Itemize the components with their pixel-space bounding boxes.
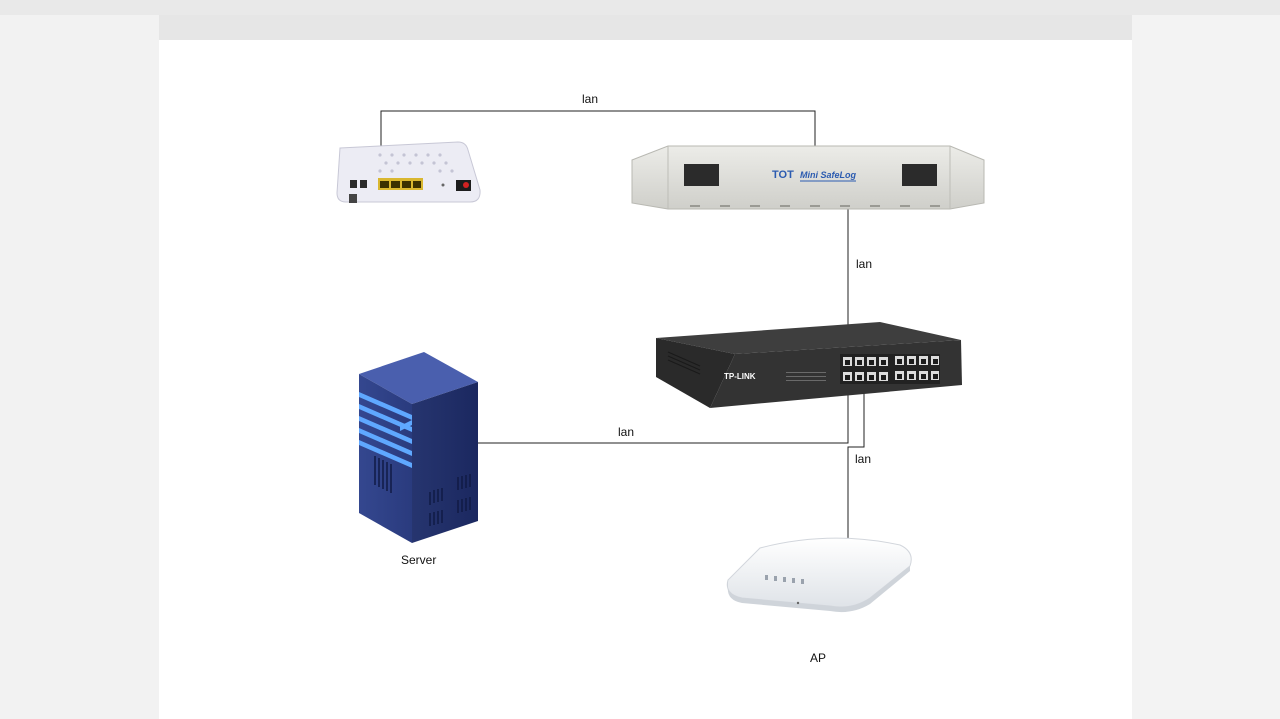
- ap-status-leds: [765, 575, 804, 584]
- safelog-vent-slots: [690, 205, 940, 207]
- modem-lan-ports: [378, 178, 423, 190]
- switch-ports: [840, 354, 940, 384]
- safelog-right-window: [902, 164, 937, 186]
- server-vents: [374, 456, 471, 526]
- access-point-device: [726, 537, 912, 613]
- access-point-label: AP: [810, 651, 827, 665]
- modem-power-button: [463, 182, 469, 188]
- connection-label-safelog-switch: lan: [856, 257, 873, 271]
- switch-device: TP-LINK: [656, 322, 962, 408]
- safelog-model-name: Mini SafeLog: [800, 170, 857, 180]
- modem-phone-port: [350, 180, 357, 188]
- modem-vent-holes: [378, 153, 454, 173]
- connection-label-server-switch: lan: [618, 425, 635, 439]
- safelog-brand: TOT: [772, 169, 794, 181]
- network-diagram: TOT Mini SafeLog TP-LINK: [336, 110, 985, 613]
- modem-device: [336, 141, 481, 203]
- connection-line-server-switch: [478, 385, 849, 444]
- server-label: Server: [401, 553, 437, 567]
- server-device: [359, 352, 478, 543]
- safelog-device: TOT Mini SafeLog: [631, 145, 985, 210]
- right-margin: [1132, 15, 1280, 719]
- left-margin: [0, 15, 159, 719]
- modem-phone-port: [360, 180, 367, 188]
- safelog-left-window: [684, 164, 719, 186]
- connection-line-switch-ap: [847, 385, 865, 538]
- connection-label-switch-ap: lan: [855, 452, 872, 466]
- connection-label-modem-safelog: lan: [582, 92, 599, 106]
- server-led-strips: [359, 392, 412, 468]
- switch-vent: [667, 351, 701, 375]
- switch-led-panel: [786, 372, 826, 381]
- diagram-canvas: TOT Mini SafeLog TP-LINK: [159, 40, 1132, 719]
- window-top-strip: [0, 0, 1280, 15]
- switch-brand: TP-LINK: [724, 372, 756, 381]
